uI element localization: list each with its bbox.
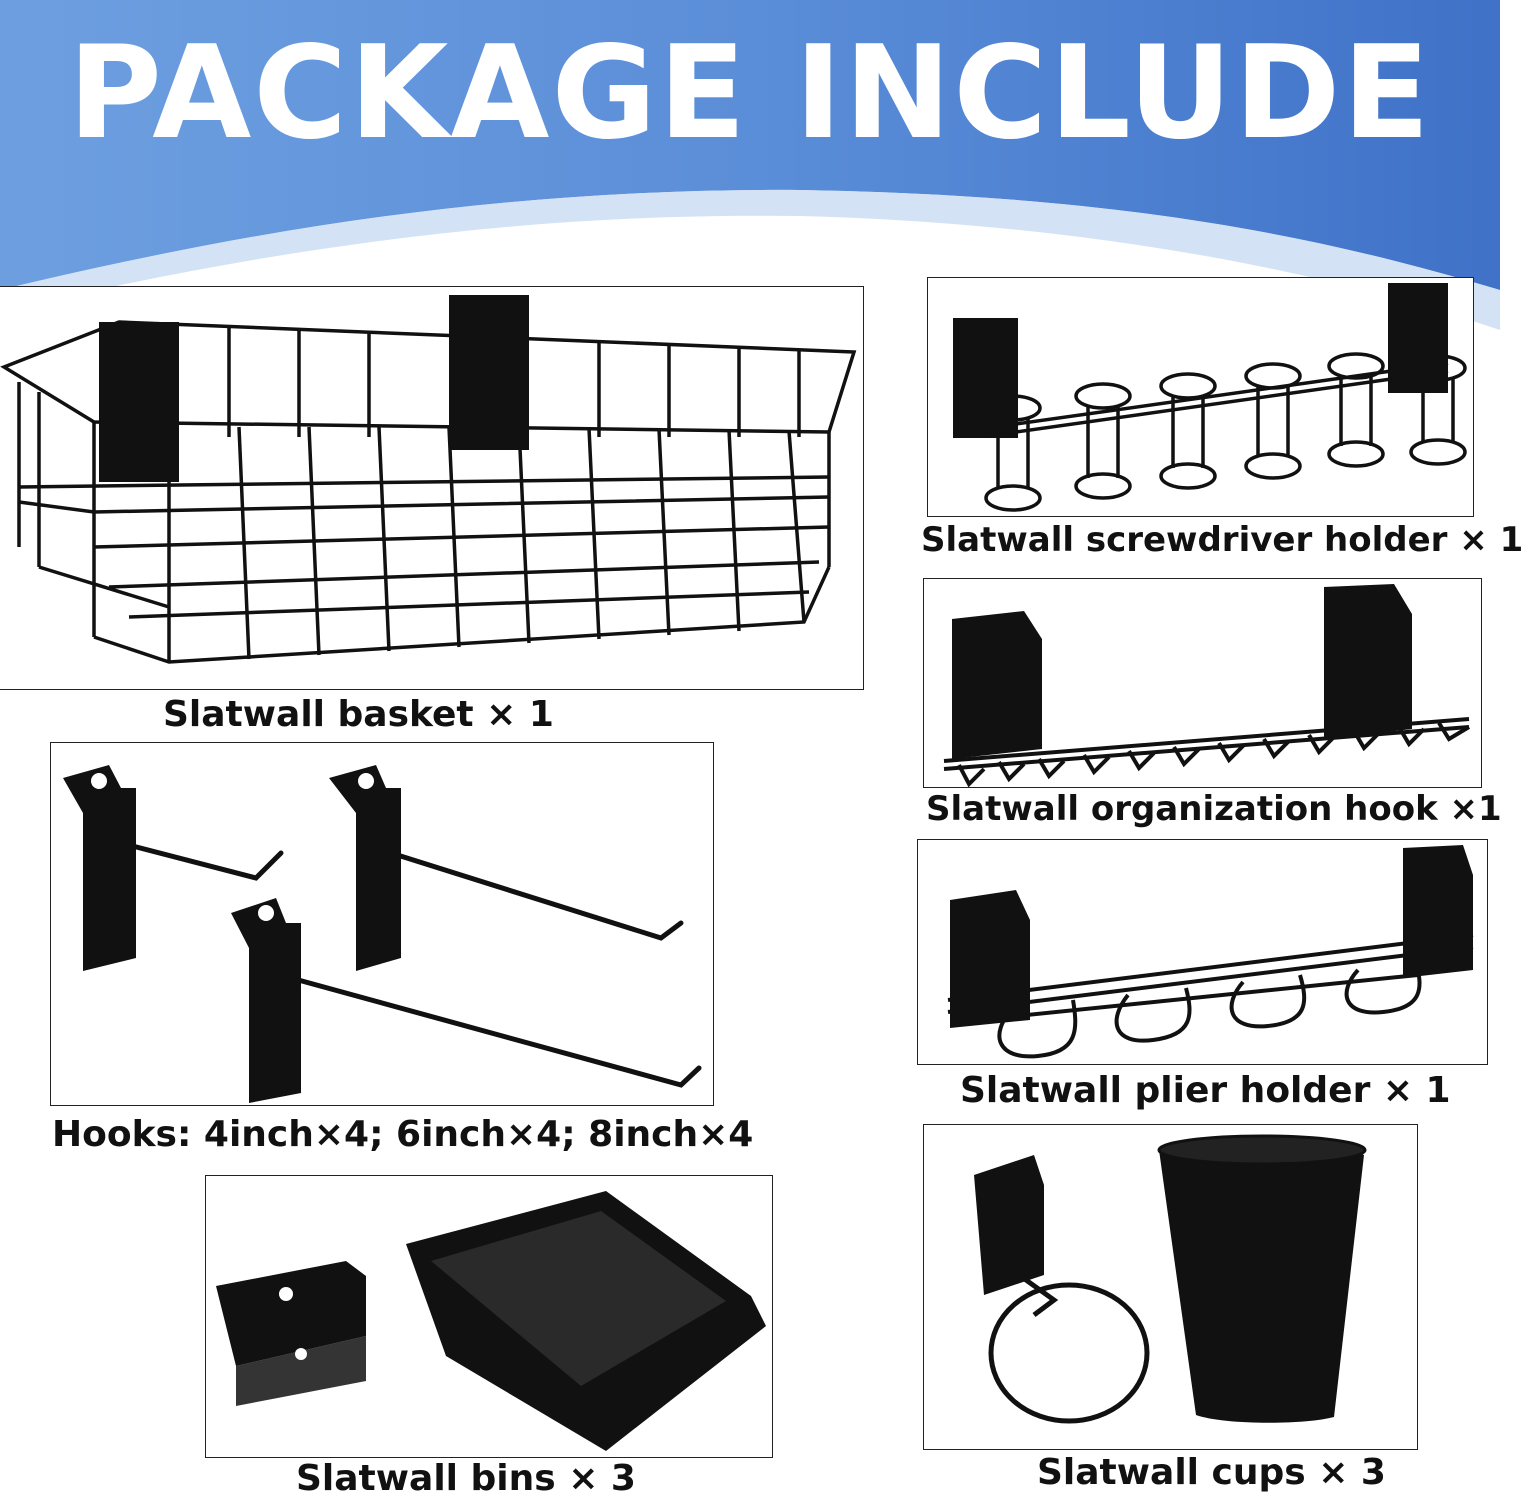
wire-basket-icon <box>0 295 857 664</box>
basket-panel <box>0 286 864 690</box>
slatwall-bin-icon <box>216 1191 766 1451</box>
page-title: PACKAGE INCLUDE <box>68 19 1432 168</box>
hooks-panel <box>50 742 714 1106</box>
bins-panel <box>205 1175 773 1458</box>
organization-hook-caption: Slatwall organization hook ×1 <box>926 789 1502 829</box>
bins-caption: Slatwall bins × 3 <box>296 1458 636 1499</box>
organization-hook-icon <box>943 584 1471 788</box>
plier-holder-panel <box>917 839 1488 1065</box>
screwdriver-holder-icon <box>953 283 1467 512</box>
plier-holder-icon <box>947 845 1474 1059</box>
screwdriver-holder-panel <box>927 277 1474 517</box>
cups-panel <box>923 1124 1418 1450</box>
screwdriver-holder-caption: Slatwall screwdriver holder × 1 <box>921 520 1523 560</box>
header-banner: PACKAGE INCLUDE <box>0 0 1500 330</box>
basket-caption: Slatwall basket × 1 <box>163 694 554 735</box>
hooks-caption: Hooks: 4inch×4; 6inch×4; 8inch×4 <box>52 1114 754 1155</box>
organization-hook-panel <box>923 578 1482 788</box>
plier-holder-caption: Slatwall plier holder × 1 <box>960 1070 1451 1111</box>
slatwall-cup-icon <box>974 1134 1367 1424</box>
slatwall-hooks-icon <box>63 765 702 1103</box>
cups-caption: Slatwall cups × 3 <box>1037 1452 1386 1493</box>
banner-background <box>0 0 1500 330</box>
